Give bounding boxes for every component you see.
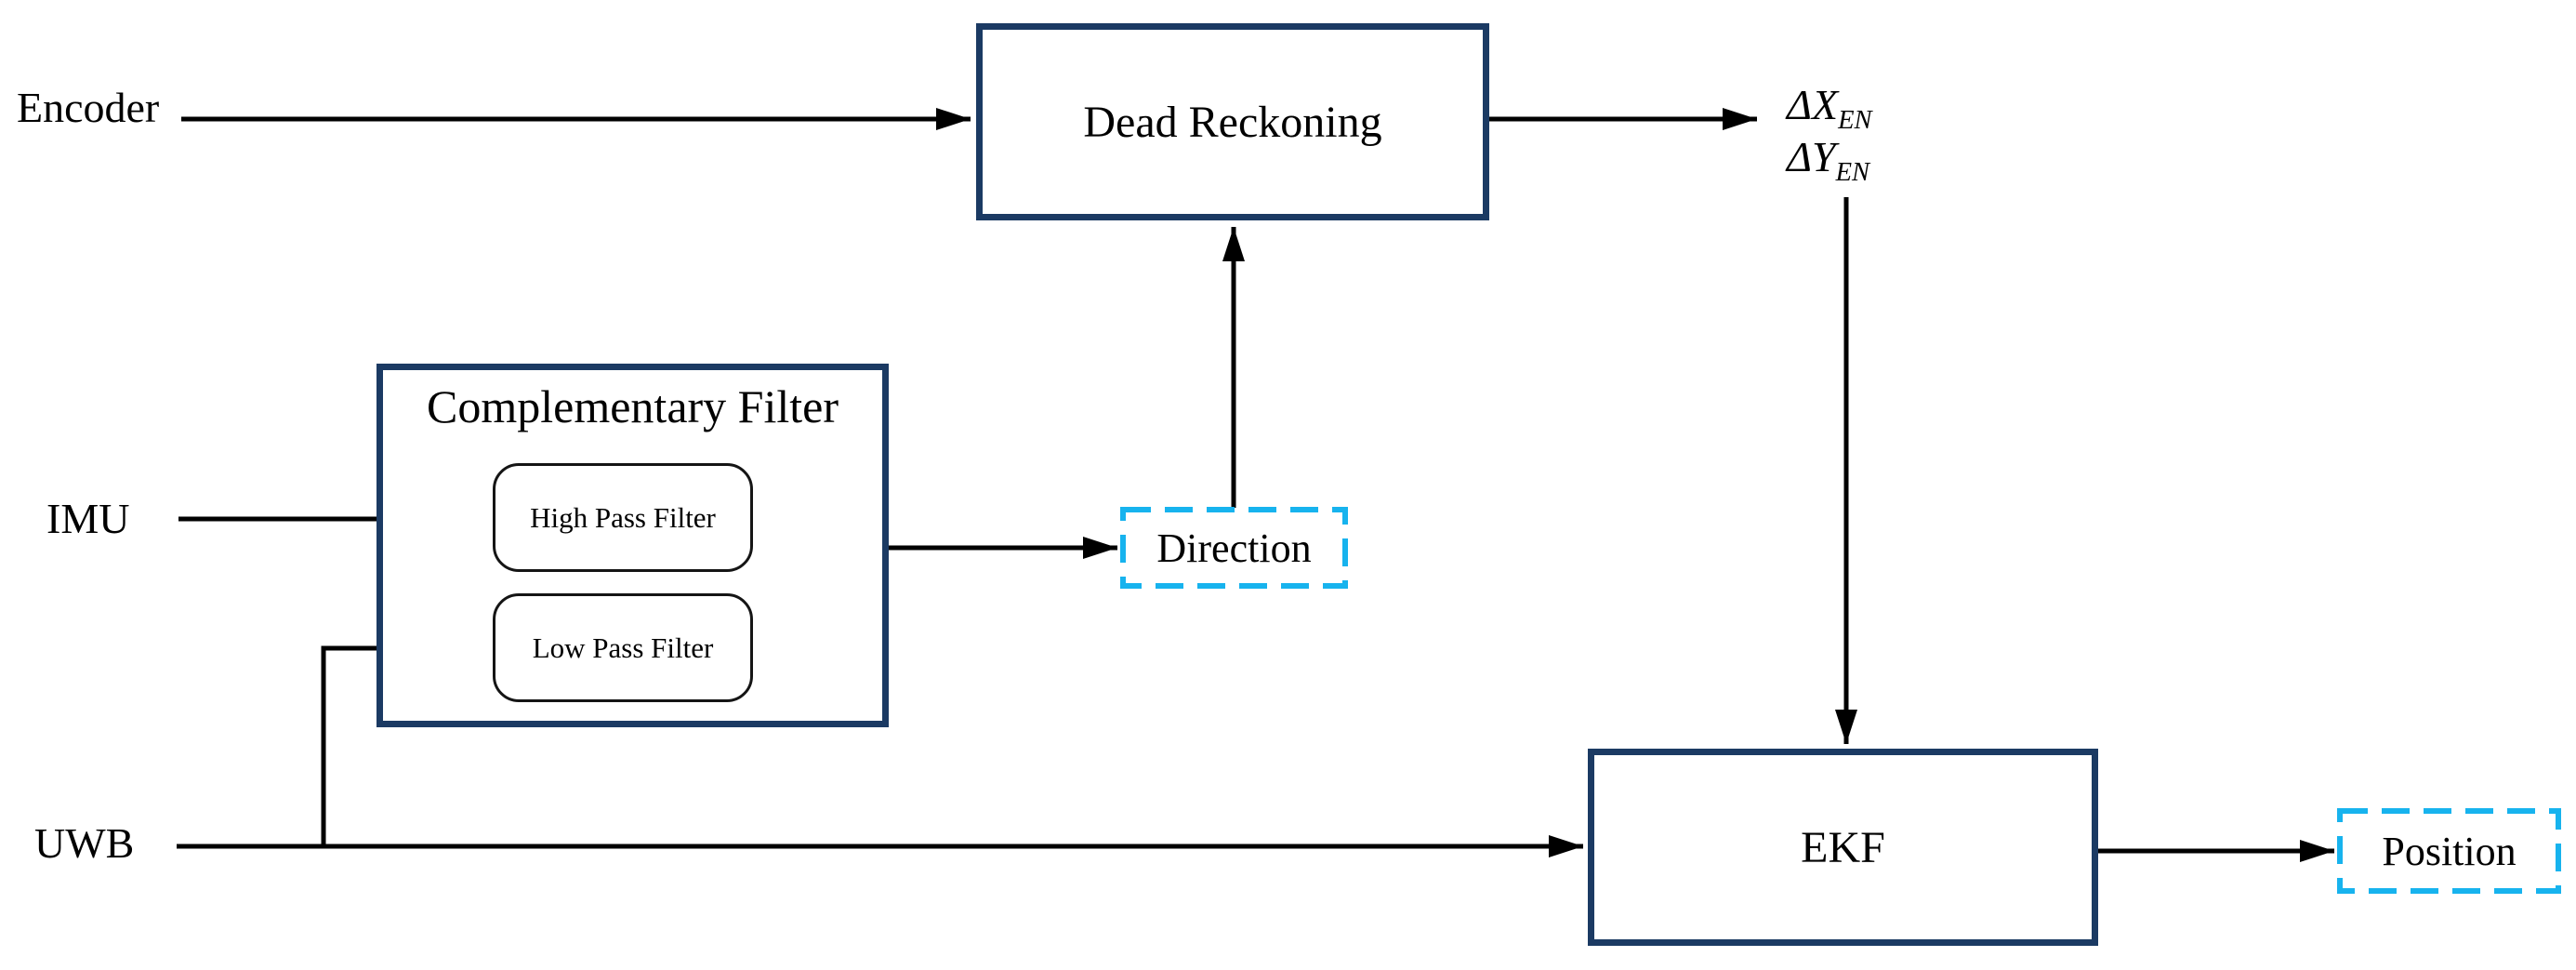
dead-reckoning-label: Dead Reckoning [1083, 97, 1382, 147]
direction-label: Direction [1156, 525, 1312, 571]
high-pass-filter-box: High Pass Filter [493, 463, 753, 572]
uwb-label: UWB [34, 819, 135, 867]
dead-reckoning-box: Dead Reckoning [976, 23, 1489, 220]
high-pass-filter-label: High Pass Filter [530, 500, 716, 534]
low-pass-filter-box: Low Pass Filter [493, 593, 753, 702]
ekf-label: EKF [1801, 822, 1885, 872]
imu-label: IMU [46, 495, 130, 542]
ekf-box: EKF [1588, 749, 2098, 946]
delta-x-label: ΔXEN [1787, 81, 1872, 135]
low-pass-filter-label: Low Pass Filter [532, 631, 714, 664]
encoder-label: Encoder [17, 84, 160, 131]
direction-dashed-box [1120, 507, 1348, 589]
delta-y-label: ΔYEN [1787, 133, 1870, 187]
complementary-filter-label: Complementary Filter [427, 380, 839, 432]
position-label: Position [2382, 828, 2517, 874]
delta-outputs-label: ΔXEN ΔYEN [1787, 79, 1872, 187]
position-dashed-box [2337, 808, 2561, 894]
